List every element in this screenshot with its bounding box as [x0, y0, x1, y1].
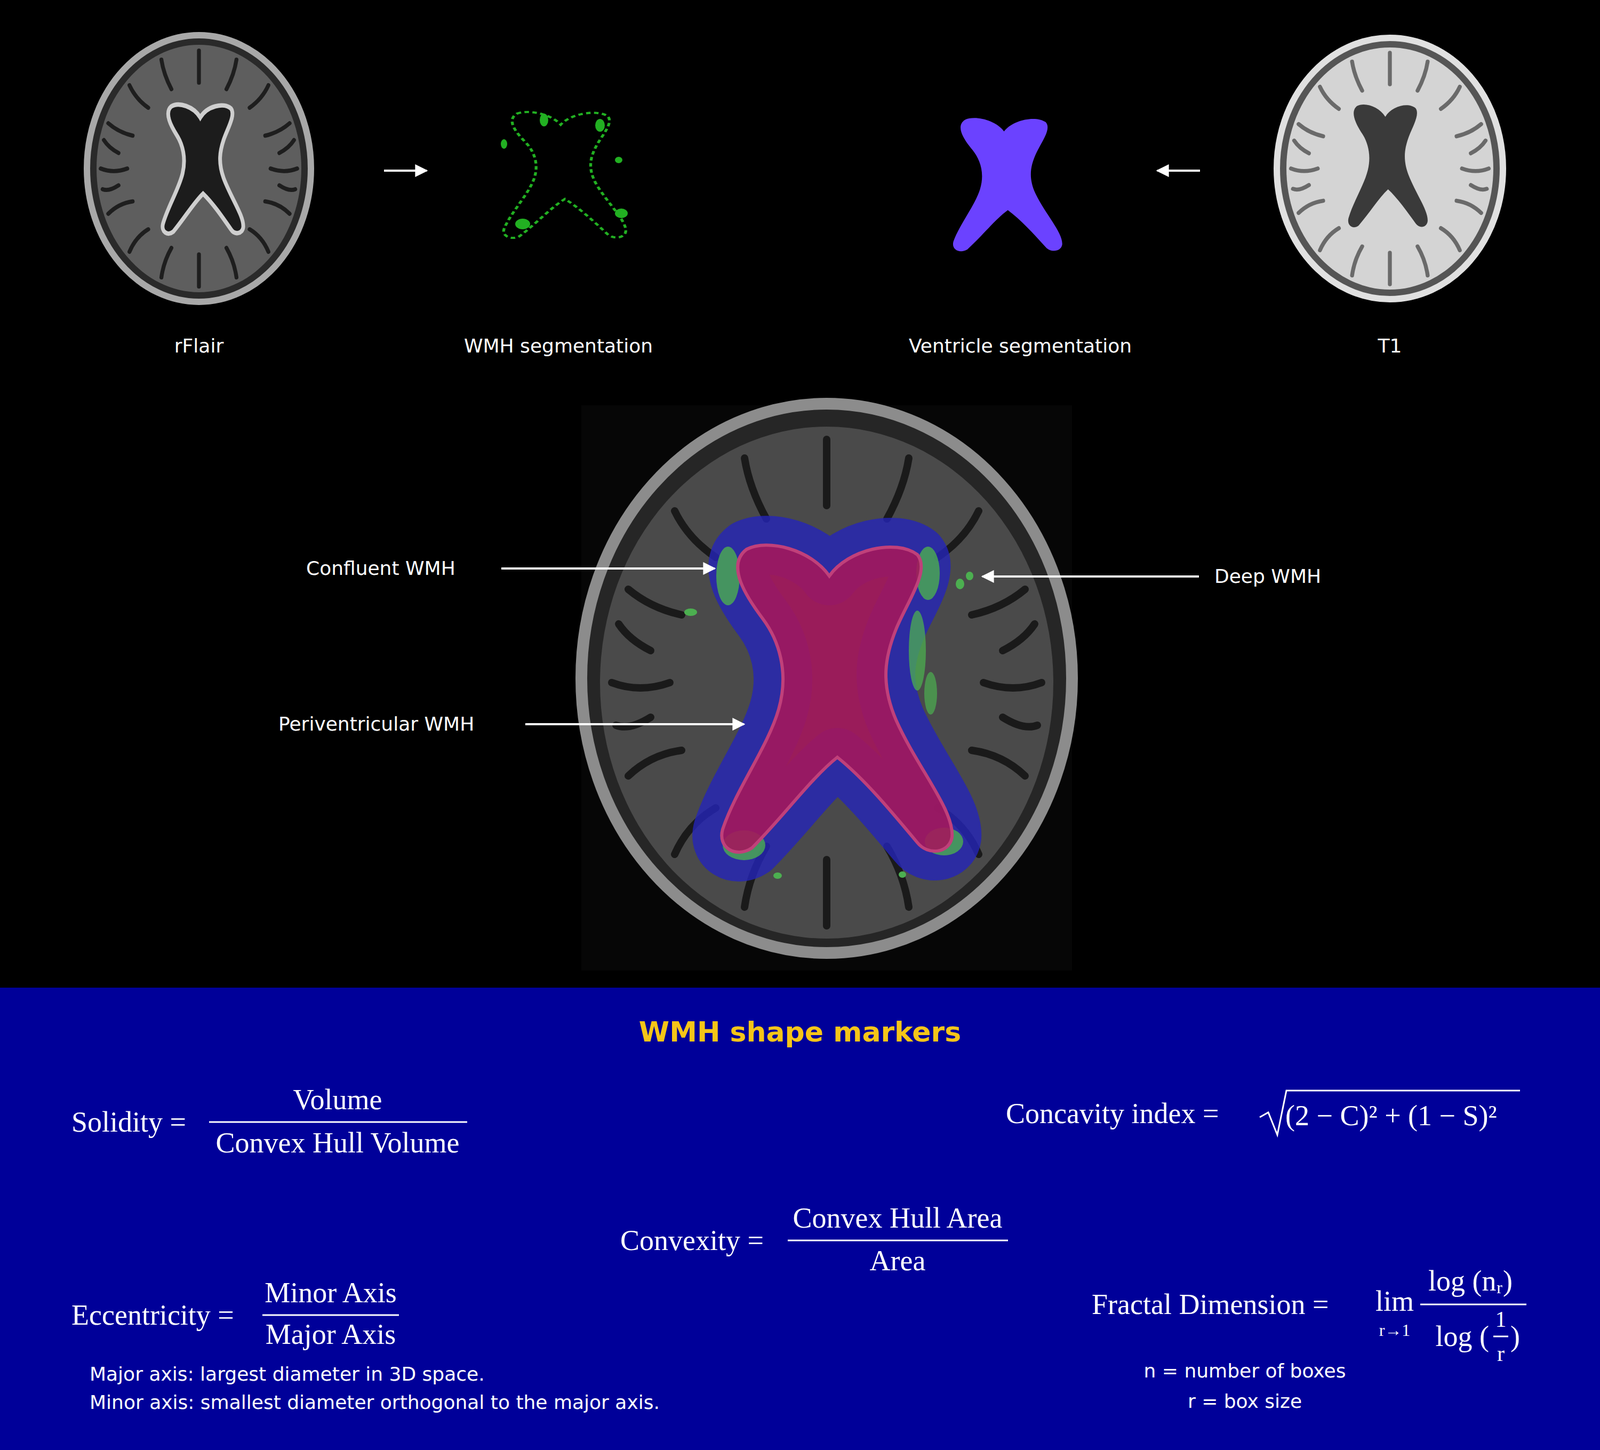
panel-caption: Ventricle segmentation [908, 334, 1132, 357]
panel-caption: rFlair [174, 334, 224, 357]
flair-brain [86, 35, 311, 302]
callout-label: Confluent WMH [306, 557, 456, 580]
overlay-brain [908, 610, 926, 691]
overlay-brain [600, 426, 1054, 939]
callout-leader [525, 723, 744, 726]
formula-decoration [787, 1240, 1008, 1242]
formula-numerator: Convex Hull Area [793, 1201, 1003, 1235]
t1-brain [1286, 47, 1494, 290]
formula-note: Minor axis: smallest diameter orthogonal… [89, 1391, 660, 1414]
formula-name: Solidity = [71, 1105, 187, 1139]
flair-brain [100, 50, 298, 287]
formula-decoration [1420, 1304, 1527, 1306]
image-panel: Ventricle segmentation [883, 21, 1158, 368]
image-panel: rFlair [13, 21, 384, 368]
formula-denominator: r [1497, 1340, 1505, 1367]
formula-denominator: ) [1510, 1320, 1520, 1354]
wmh-mask [539, 113, 549, 127]
formula-name: Fractal Dimension = [1091, 1288, 1329, 1322]
overlay-brain [611, 439, 1042, 926]
formula-numerator: Minor Axis [264, 1276, 397, 1310]
callout-label: Periventricular WMH [278, 713, 475, 735]
flair-brain [86, 35, 311, 302]
flair-brain [96, 44, 302, 293]
flow-arrow [1157, 169, 1200, 172]
flow-arrow [384, 169, 427, 172]
formula-note: Major axis: largest diameter in 3D space… [89, 1363, 485, 1386]
formula-decoration [262, 1314, 399, 1317]
wmh-mask [614, 208, 628, 219]
t1-brain [1348, 104, 1428, 228]
formula-denominator: log ( [1435, 1320, 1490, 1354]
formula-note: r = box size [1187, 1390, 1302, 1413]
ventricle-mask [953, 117, 1063, 252]
callout-leader [501, 568, 1199, 725]
wmh-mask [595, 118, 605, 132]
flair-brain [162, 104, 244, 234]
formula-denominator: Convex Hull Volume [215, 1126, 460, 1160]
overlay-brain [684, 608, 698, 616]
wmh-mask [500, 112, 628, 238]
overlay-brain [924, 672, 938, 715]
image-panel: T1 [1200, 21, 1580, 368]
band-heading: WMH shape markers [638, 1016, 962, 1049]
overlay-brain [716, 546, 740, 606]
formula-decoration [209, 1090, 1527, 1337]
callout-label: Deep WMH [1214, 565, 1322, 588]
wmh-mask [614, 156, 623, 164]
formula-name: Convexity = [620, 1224, 764, 1258]
t1-brain [1291, 52, 1490, 285]
formula-numerator: Volume [292, 1083, 382, 1117]
wmh-mask [503, 112, 626, 238]
formula-decoration [1493, 1336, 1509, 1338]
formula-name: Concavity index = [1005, 1097, 1219, 1131]
formula-decoration [209, 1121, 468, 1124]
formula-name: Eccentricity = [71, 1298, 235, 1332]
formula-operator: lim [1375, 1284, 1414, 1318]
overlay-brain [721, 545, 952, 853]
overlay-brain [581, 403, 1072, 954]
t1-brain [1276, 37, 1503, 300]
overlay-brain [581, 403, 1072, 971]
callout-leader [501, 567, 715, 570]
image-panel: WMH segmentation [426, 21, 691, 368]
overlay-brain [898, 871, 907, 878]
panel-caption: WMH segmentation [464, 334, 653, 357]
t1-brain [1276, 37, 1503, 300]
formula-denominator: Major Axis [265, 1317, 397, 1351]
overlay-brain [773, 872, 782, 879]
callout-leader [982, 575, 1199, 578]
wmh-mask [515, 218, 531, 230]
overlay-brain [721, 545, 952, 853]
formula-denominator: Area [869, 1244, 926, 1278]
wmh-mask [500, 139, 508, 149]
formula-subscript: r→1 [1379, 1320, 1411, 1341]
overlay-brain [965, 571, 974, 581]
formula-radicand: (2 − C)² + (1 − S)² [1285, 1099, 1498, 1133]
formula-numerator: 1 [1495, 1306, 1507, 1333]
panel-caption: T1 [1378, 334, 1403, 357]
formula-note: n = number of boxes [1144, 1360, 1347, 1382]
formula-decoration [1259, 1090, 1520, 1135]
overlay-brain [955, 578, 965, 590]
formula-numerator: log (nᵣ) [1428, 1264, 1513, 1298]
